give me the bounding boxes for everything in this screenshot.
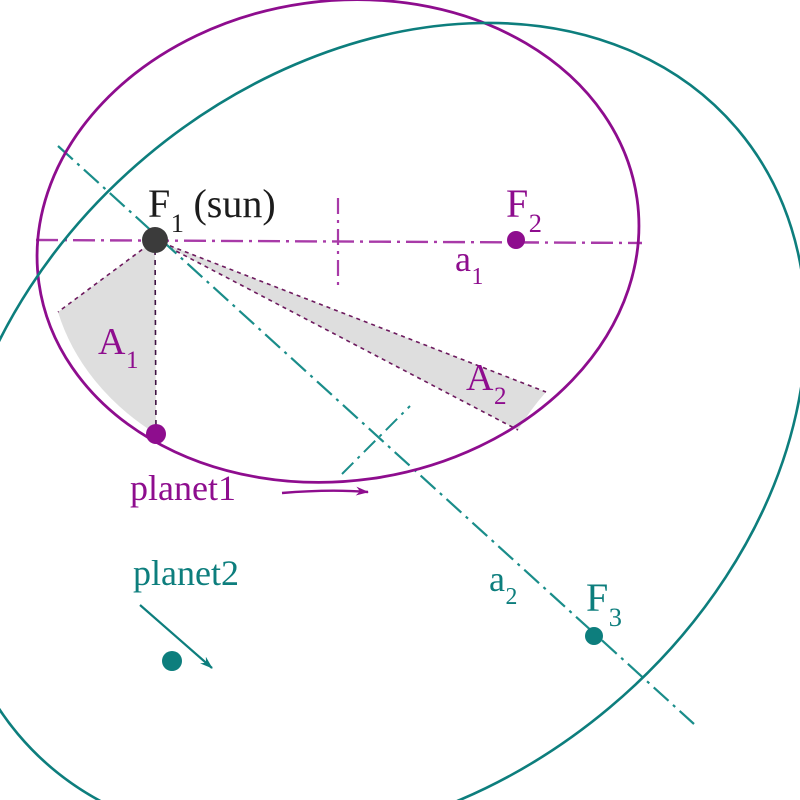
- point-F1-sun: [142, 227, 168, 253]
- sector-A2-shape: [154, 239, 547, 431]
- point-F2: [507, 231, 525, 249]
- orbit-ellipse-planet1: [35, 0, 641, 484]
- label-F1-sun: F1 (sun): [148, 181, 276, 238]
- point-F3: [585, 627, 603, 645]
- axis-a2-center-tick: [341, 405, 411, 475]
- point-planet2: [162, 651, 182, 671]
- label-area-A2: A2: [466, 357, 507, 411]
- planet2-direction-arrow: [139, 604, 213, 669]
- label-a2: a2: [489, 559, 518, 611]
- label-planet2: planet2: [133, 553, 239, 593]
- planet1-direction-arrow: [281, 486, 369, 496]
- sector-A1-shape: [57, 239, 157, 435]
- label-a1: a1: [455, 239, 484, 291]
- label-F2: F2: [506, 181, 542, 238]
- label-planet1: planet1: [130, 468, 236, 508]
- label-area-A1: A1: [98, 321, 139, 375]
- label-F3: F3: [586, 575, 622, 632]
- point-planet1: [146, 424, 166, 444]
